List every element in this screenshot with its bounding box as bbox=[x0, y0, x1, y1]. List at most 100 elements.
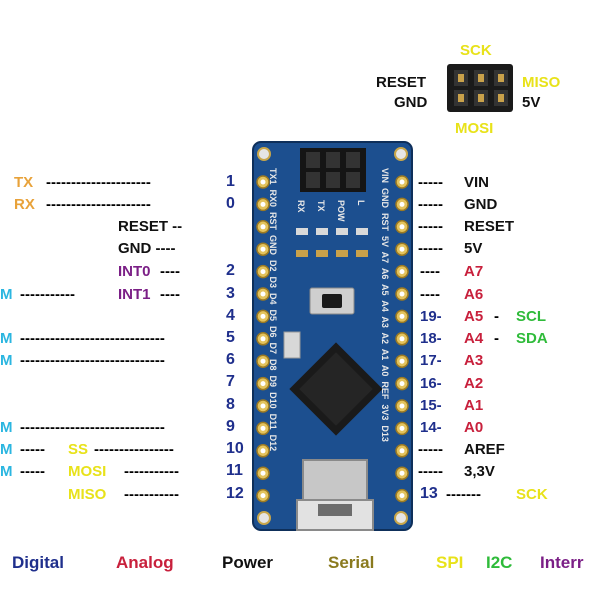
right-5v-label: 5V bbox=[464, 240, 483, 257]
board-silk-left: TX1 RX0 RST GND D2 D3 D4 D5 D6 D7 D8 D9 … bbox=[268, 168, 278, 452]
aref-leader: ----- bbox=[418, 441, 443, 458]
left-reset-label: RESET -- bbox=[118, 218, 183, 235]
pin-hole bbox=[399, 425, 405, 431]
pin-hole bbox=[260, 291, 266, 297]
pwm-10-label: M bbox=[0, 441, 13, 458]
pin-hole bbox=[260, 179, 266, 185]
pin-8-number: 8 bbox=[226, 396, 235, 413]
miso-label: MISO bbox=[68, 486, 107, 503]
pwm-3-label: M bbox=[0, 286, 13, 303]
pin-2-number: 2 bbox=[226, 262, 235, 279]
mosi-leader: ----------- bbox=[124, 463, 179, 480]
pin-hole bbox=[399, 246, 405, 252]
rx-label: RX bbox=[14, 196, 35, 213]
icsp-reset-label: RESET bbox=[376, 74, 427, 91]
pin-9-number: 9 bbox=[226, 418, 235, 435]
5v-leader: ----- bbox=[418, 240, 443, 257]
pin-hole bbox=[399, 291, 405, 297]
board-silk-right: VIN GND RST 5V A7 A6 A5 A4 A3 A2 A1 A0 R… bbox=[380, 168, 390, 442]
pin-hole bbox=[260, 358, 266, 364]
pwm-9-leader: ----------------------------- bbox=[20, 419, 165, 436]
pin-hole bbox=[260, 336, 266, 342]
pwm-11-label: M bbox=[0, 463, 13, 480]
pin-17-number: 17- bbox=[420, 352, 442, 369]
pin-5-number: 5 bbox=[226, 329, 235, 346]
legend-spi: SPI bbox=[436, 553, 464, 572]
pin-hole bbox=[399, 313, 405, 319]
pin-16-number: 16- bbox=[420, 375, 442, 392]
pin-hole bbox=[260, 201, 266, 207]
rx-leader: --------------------- bbox=[46, 196, 151, 213]
pin-14-number: 14- bbox=[420, 419, 442, 436]
pin-18-number: 18- bbox=[420, 330, 442, 347]
pin-hole bbox=[399, 470, 405, 476]
sck-label: SCK bbox=[516, 486, 548, 503]
legend-i2c: I2C bbox=[486, 553, 513, 572]
legend-interrupt: Interr bbox=[540, 553, 584, 572]
icsp-header bbox=[447, 64, 513, 112]
left-gnd-label: GND ---- bbox=[118, 240, 176, 257]
pin-hole bbox=[399, 269, 405, 275]
pin-hole bbox=[260, 493, 266, 499]
icsp-mosi-label: MOSI bbox=[455, 120, 494, 137]
a2-label: A2 bbox=[464, 375, 484, 392]
3v3-label: 3,3V bbox=[464, 463, 495, 480]
pin-15-number: 15- bbox=[420, 397, 442, 414]
icsp-5v-label: 5V bbox=[522, 94, 541, 111]
aref-label: AREF bbox=[464, 441, 505, 458]
icsp-sck-label: SCK bbox=[460, 42, 492, 59]
a5-label: A5 bbox=[464, 308, 484, 325]
int0-leader: ---- bbox=[160, 263, 180, 280]
pin-hole bbox=[260, 470, 266, 476]
3v3-leader: ----- bbox=[418, 463, 443, 480]
sck-leader: ------- bbox=[446, 486, 481, 503]
ss-leader: ---------------- bbox=[94, 441, 174, 458]
pin-hole bbox=[399, 336, 405, 342]
a4-separator: - bbox=[494, 330, 499, 347]
pin-10-number: 10 bbox=[226, 440, 244, 457]
mosi-label: MOSI bbox=[68, 463, 107, 480]
pin-hole bbox=[399, 179, 405, 185]
ss-label: SS bbox=[68, 441, 89, 458]
legend-power: Power bbox=[222, 553, 274, 572]
pin-hole bbox=[399, 448, 405, 454]
pin-13-number: 13 bbox=[420, 485, 438, 502]
pin-11-number: 11 bbox=[226, 462, 243, 479]
int0-label: INT0 bbox=[118, 263, 151, 280]
gnd-leader: ----- bbox=[418, 196, 443, 213]
a5-separator: - bbox=[494, 308, 499, 325]
pwm-6-label: M bbox=[0, 352, 13, 369]
pwm-6-leader: ----------------------------- bbox=[20, 352, 165, 369]
pwm-10-leader: ----- bbox=[20, 441, 45, 458]
left-pin-row bbox=[256, 175, 270, 503]
pwm-3-leader: ----------- bbox=[20, 286, 75, 303]
pin-19-number: 19- bbox=[420, 308, 442, 325]
miso-leader: ----------- bbox=[124, 486, 179, 503]
pin-12-number: 12 bbox=[226, 485, 244, 502]
pin-hole bbox=[260, 403, 266, 409]
icsp-miso-label: MISO bbox=[522, 74, 561, 91]
pin-6-number: 6 bbox=[226, 351, 235, 368]
icsp-gnd-label: GND bbox=[394, 94, 428, 111]
pin-hole bbox=[260, 224, 266, 230]
pin-3-number: 3 bbox=[226, 285, 235, 302]
scl-label: SCL bbox=[516, 308, 546, 325]
tx-leader: --------------------- bbox=[46, 174, 151, 191]
pin-hole bbox=[260, 269, 266, 275]
pwm-9-label: M bbox=[0, 419, 13, 436]
pin-7-number: 7 bbox=[226, 373, 235, 390]
pin-4-number: 4 bbox=[226, 307, 235, 324]
legend-analog: Analog bbox=[116, 553, 174, 572]
right-reset-label: RESET bbox=[464, 218, 515, 235]
pin-hole bbox=[399, 493, 405, 499]
pin-1-number: 1 bbox=[226, 173, 235, 190]
a0-label: A0 bbox=[464, 419, 484, 436]
a4-label: A4 bbox=[464, 330, 484, 347]
sda-label: SDA bbox=[516, 330, 548, 347]
pwm-11-leader: ----- bbox=[20, 463, 45, 480]
pin-hole bbox=[260, 313, 266, 319]
a7-leader: ---- bbox=[420, 263, 440, 280]
int1-leader: ---- bbox=[160, 286, 180, 303]
pin-hole bbox=[260, 448, 266, 454]
